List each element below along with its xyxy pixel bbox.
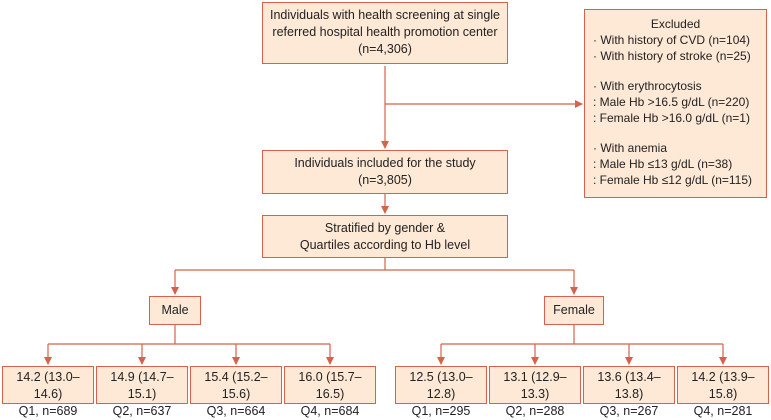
male-q2-box: 14.9 (14.7–15.1) Q2, n=637 [96, 366, 188, 418]
excluded-spacer [593, 64, 758, 78]
included-line2: (n=3,805) [358, 173, 412, 187]
quartile-range: 14.9 (14.7–15.1) [110, 370, 174, 401]
quartile-range: 16.0 (15.7–16.5) [298, 370, 362, 401]
quartile-range: 14.2 (13.9–15.8) [691, 370, 755, 401]
quartile-range: 14.2 (13.0–14.6) [16, 370, 80, 401]
screening-box: Individuals with health screening at sin… [262, 2, 508, 64]
connector-lines [44, 66, 727, 365]
excluded-line: : Male Hb ≤13 g/dL (n=38) [593, 157, 733, 171]
excluded-spacer [593, 126, 758, 140]
female-q4-box: 14.2 (13.9–15.8) Q4, n=281 [677, 366, 769, 418]
female-box: Female [544, 296, 604, 325]
stratified-box: Stratified by gender & Quartiles accordi… [262, 215, 508, 258]
screening-line1: Individuals with health screening at sin… [270, 8, 500, 22]
male-box: Male [149, 296, 201, 325]
excluded-line: · With history of stroke (n=25) [593, 49, 751, 63]
excluded-line: · With history of CVD (n=104) [593, 33, 751, 47]
excluded-line: : Female Hb ≤12 g/dL (n=115) [593, 173, 753, 187]
male-label: Male [161, 303, 189, 317]
excluded-line: : Male Hb >16.5 g/dL (n=220) [593, 95, 750, 109]
male-q4-box: 16.0 (15.7–16.5) Q4, n=684 [284, 366, 376, 418]
excluded-title: Excluded [650, 17, 701, 31]
excluded-line: : Female Hb >16.0 g/dL (n=1) [593, 111, 750, 125]
quartile-range: 13.6 (13.4–13.8) [597, 370, 661, 401]
quartile-range: 15.4 (15.2–15.6) [204, 370, 268, 401]
female-label: Female [553, 303, 595, 317]
stratified-line1: Stratified by gender & [324, 221, 446, 235]
excluded-box: Excluded · With history of CVD (n=104) ·… [584, 9, 767, 198]
female-q2-box: 13.1 (12.9–13.3) Q2, n=288 [489, 366, 581, 418]
male-q1-box: 14.2 (13.0–14.6) Q1, n=689 [2, 366, 94, 418]
excluded-line: · With anemia [593, 141, 668, 155]
quartile-range: 12.5 (13.0–12.8) [409, 370, 473, 401]
screening-line3: (n=4,306) [358, 42, 412, 56]
included-line1: Individuals included for the study [294, 156, 476, 170]
female-q3-box: 13.6 (13.4–13.8) Q3, n=267 [583, 366, 675, 418]
included-box: Individuals included for the study (n=3,… [262, 150, 508, 194]
female-q1-box: 12.5 (13.0–12.8) Q1, n=295 [395, 366, 487, 418]
excluded-line: · With erythrocytosis [593, 79, 702, 93]
stratified-line2: Quartiles according to Hb level [299, 238, 471, 252]
quartile-range: 13.1 (12.9–13.3) [503, 370, 567, 401]
screening-line2: referred hospital health promotion cente… [272, 25, 498, 39]
male-q3-box: 15.4 (15.2–15.6) Q3, n=664 [190, 366, 282, 418]
